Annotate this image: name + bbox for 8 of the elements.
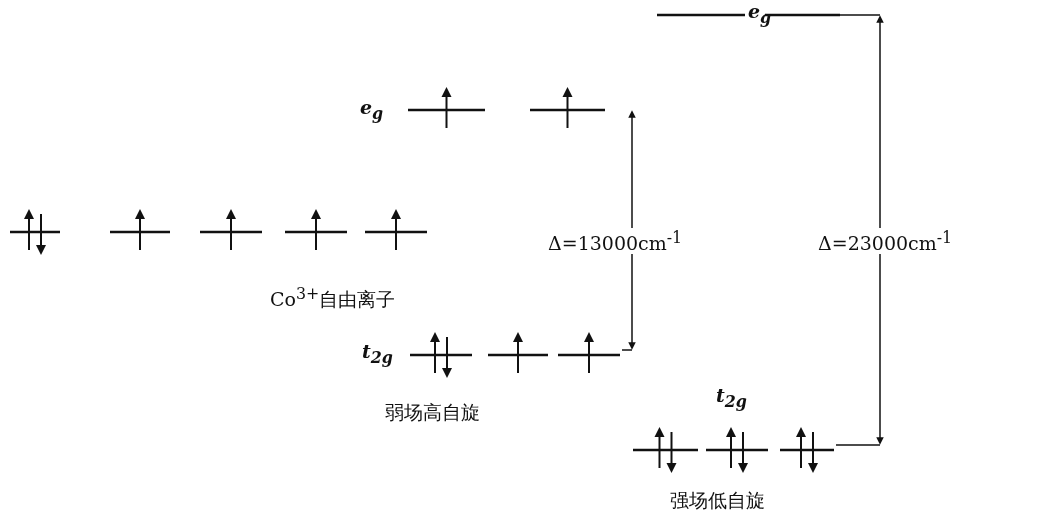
caption-text: 强场低自旋	[670, 488, 765, 513]
caption-text: 弱场高自旋	[385, 400, 480, 425]
splitting-energy-label: Δ=23000cm$^{-1}$	[818, 228, 953, 255]
orbital-symbol: t$_{2g}$	[362, 340, 393, 367]
orbital-symbol: t$_{2g}$	[716, 384, 747, 411]
orbital-symbol: e$_{g}$	[360, 96, 384, 123]
caption-text: Co$^{3+}$自由离子	[270, 284, 396, 313]
splitting-energy-label: Δ=13000cm$^{-1}$	[548, 228, 683, 255]
